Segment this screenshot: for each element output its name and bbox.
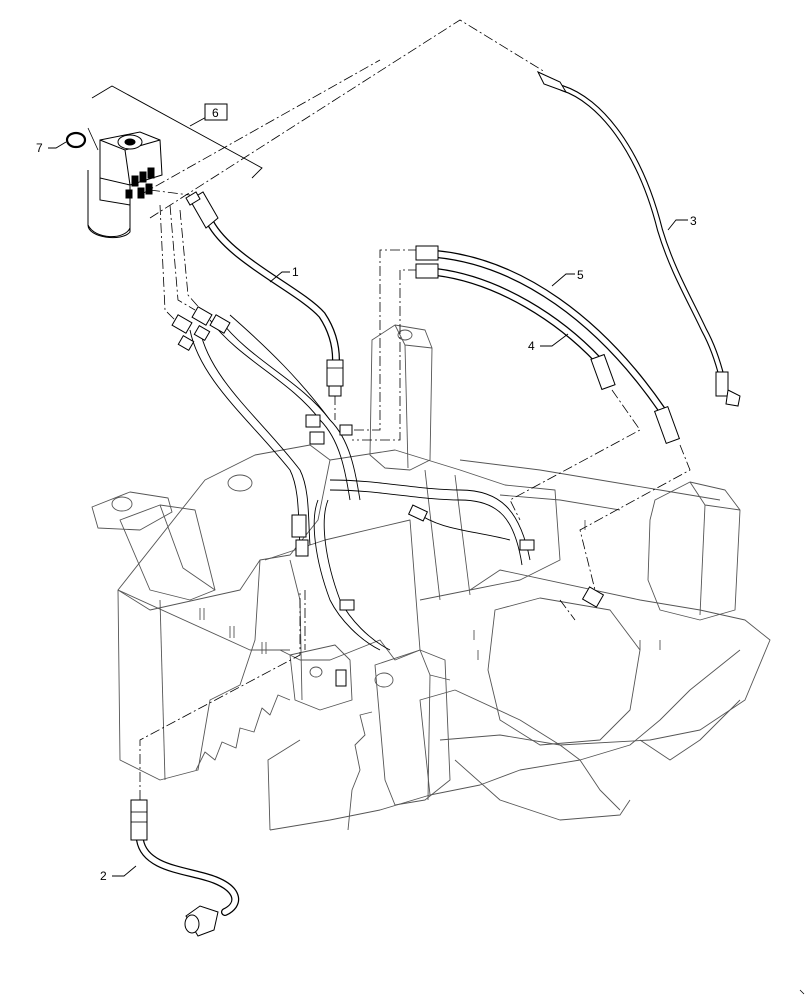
leader-motor-down-3 [179, 209, 211, 321]
callout-6: 6 [212, 106, 219, 120]
frame-studs [199, 520, 661, 660]
callout-1-leader [269, 271, 290, 283]
leader-hose-5-end [579, 444, 691, 591]
frame-break-left [195, 694, 291, 771]
hose-2-tube [136, 836, 240, 916]
frame-tower-hole [397, 329, 413, 341]
callout-5: 5 [577, 268, 584, 282]
frame-right-panel [439, 569, 771, 746]
frame-left-bracket [119, 504, 216, 601]
frame-lower-block [374, 649, 451, 806]
leader-motor-down-2 [169, 204, 196, 311]
corner-mark [799, 989, 805, 995]
hose-4-right-fitting [590, 353, 616, 391]
leader-to-hose-3 [149, 19, 546, 219]
callout-6-box [204, 103, 228, 121]
frame-valve-block-port [309, 666, 323, 678]
callout-3-leader [667, 219, 688, 231]
frame-spine [329, 449, 561, 601]
hose-4 [415, 263, 616, 391]
frame-top-deck-hole [227, 474, 253, 492]
frame-left-side [117, 559, 261, 781]
callout-6-bracket [91, 85, 263, 179]
frame-left-lug [91, 491, 173, 531]
leader-hose-2 [139, 590, 301, 800]
callout-4: 4 [528, 339, 535, 353]
frame-lower-block-hole [374, 672, 394, 688]
frame-right-bracket [647, 481, 741, 621]
hose-3-upper-fitting [536, 70, 568, 93]
hose-3 [536, 70, 741, 407]
chassis-frame [91, 324, 771, 831]
hose-3-lower-elbow [725, 389, 741, 407]
hose-3-lower-fitting [715, 371, 729, 397]
callout-leaders [48, 141, 688, 877]
leader-hose-5 [350, 249, 418, 431]
frame-center-plate [264, 519, 421, 661]
frame-right-cutout [487, 597, 641, 746]
o-ring-pointer [87, 127, 99, 151]
leader-hose-4 [352, 269, 418, 441]
leader-motor-hose-1 [139, 59, 381, 196]
frame-left-lug-hole [111, 496, 133, 512]
callout-4-leader [540, 333, 569, 347]
steering-motor [87, 131, 163, 239]
small-fittings [171, 306, 605, 687]
hose-2 [130, 799, 240, 937]
callout-5-leader [551, 273, 575, 287]
frame-valve-block [289, 644, 353, 711]
callout-2: 2 [100, 869, 107, 883]
frame-lower-rear [269, 649, 741, 831]
leader-hose-4-end [509, 389, 641, 521]
leader-motor-down-1 [159, 204, 181, 326]
callout-7: 7 [36, 141, 43, 155]
hose-1 [185, 191, 344, 397]
callout-1: 1 [292, 265, 299, 279]
hose-5 [415, 245, 681, 445]
hose-3-tube [559, 85, 725, 381]
internal-hoses [189, 314, 531, 651]
steering-motor-body-bottom [87, 224, 131, 238]
leader-motor-hose-1b [149, 189, 191, 196]
hose-5-left-fitting [415, 245, 439, 261]
hose-1-lower-fitting [326, 359, 344, 387]
callout-3: 3 [690, 214, 697, 228]
callout-7-leader [48, 141, 67, 149]
leader-lines [139, 19, 691, 800]
hose-5-right-fitting [653, 405, 681, 445]
o-ring [65, 131, 87, 149]
steering-motor-ports [125, 167, 155, 199]
hose-4-left-fitting [415, 263, 439, 279]
callout-2-leader [112, 865, 137, 877]
frame-tower [369, 324, 433, 471]
hose-2-upper-fitting [130, 799, 148, 841]
frame-top-deck [117, 444, 331, 611]
frame-right-upper [459, 459, 721, 501]
steering-motor-shaft [124, 138, 136, 146]
